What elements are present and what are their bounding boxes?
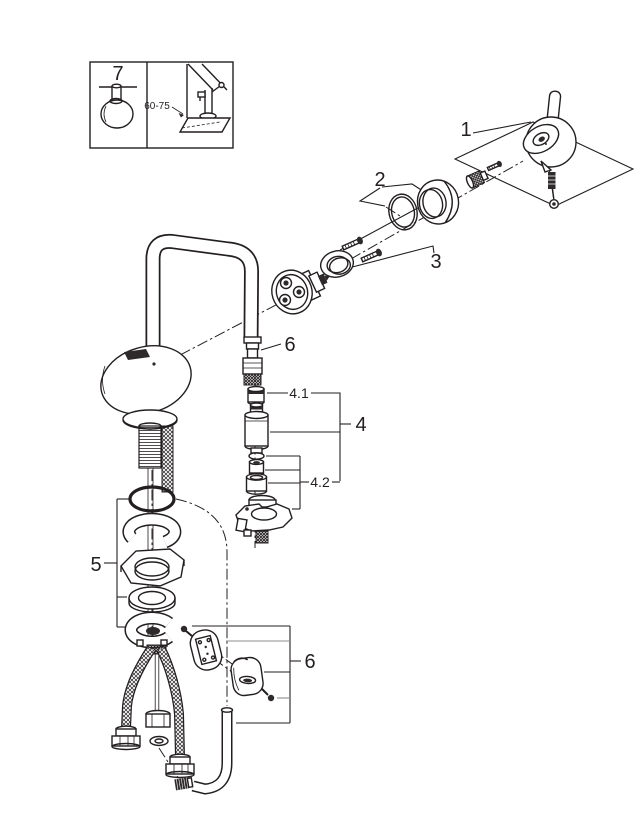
supply-hoses xyxy=(111,646,195,779)
threaded-shank xyxy=(138,425,162,469)
callout-4-2-label: 4.2 xyxy=(310,474,330,490)
callout-6-holder-label: 6 xyxy=(304,651,315,673)
mousseur-aerator xyxy=(242,336,263,386)
dome-cap xyxy=(416,179,460,225)
fixing-screw-2 xyxy=(360,248,382,263)
installation-sketch xyxy=(171,63,232,133)
mounting-stud xyxy=(145,649,171,747)
hose-nut-right xyxy=(165,753,195,779)
washer xyxy=(128,586,176,613)
hose-holder-parts xyxy=(174,625,275,795)
counter-surface xyxy=(178,117,232,133)
inset-reference-box xyxy=(89,61,234,149)
cartridge-assembly xyxy=(271,236,382,315)
callout-4-1-label: 4.1 xyxy=(289,385,309,401)
dimension-label: 60-75 xyxy=(144,101,170,112)
outlet-tube xyxy=(174,707,234,795)
callout-lines xyxy=(104,121,635,724)
handle-lever xyxy=(522,90,577,173)
holder-clip xyxy=(230,656,264,697)
horseshoe-washer xyxy=(122,512,182,549)
lever-slot xyxy=(124,349,150,360)
part-4-1 xyxy=(247,385,265,406)
fixing-screw-1 xyxy=(341,236,363,251)
cartridge-ports xyxy=(278,276,306,307)
handle-knob-icon xyxy=(100,83,134,129)
callout-3-label: 3 xyxy=(430,251,441,273)
wall-bracket-plate xyxy=(189,629,223,671)
dimension-arrowhead xyxy=(178,113,184,118)
callout-1-label: 1 xyxy=(460,119,471,141)
handle-screw-small xyxy=(486,160,502,172)
callout-5-label: 5 xyxy=(90,554,101,576)
cap-assembly xyxy=(388,179,460,231)
callout-7-label: 7 xyxy=(112,63,123,85)
handle-adapter xyxy=(465,170,489,189)
flow-control-parts xyxy=(235,385,293,544)
holder-screw-1 xyxy=(180,625,193,637)
diverter-housing xyxy=(235,494,293,544)
callout-4-label: 4 xyxy=(355,414,366,436)
mounting-nut xyxy=(120,548,185,587)
cap-o-ring xyxy=(388,193,418,231)
part-4-2-group xyxy=(245,452,268,495)
faucet-body xyxy=(100,345,192,645)
callout-labels: 7 60-75 1 2 3 6 4.1 4 4.2 5 6 xyxy=(90,63,471,673)
mounting-hardware xyxy=(120,485,185,655)
callout-2-label: 2 xyxy=(374,169,385,191)
base-o-ring xyxy=(128,485,176,513)
cartridge-flange-ring xyxy=(319,250,355,278)
hose-upper xyxy=(161,425,174,493)
handle-assembly xyxy=(465,90,577,209)
hose-nut-left xyxy=(111,725,141,751)
crescent-foot xyxy=(124,611,174,649)
flow-cartridge xyxy=(244,402,269,454)
faucet-spout xyxy=(145,233,259,364)
holder-screw-2 xyxy=(261,688,275,702)
handle-fixing-screw xyxy=(548,172,560,209)
callout-6-spout-label: 6 xyxy=(284,334,295,356)
